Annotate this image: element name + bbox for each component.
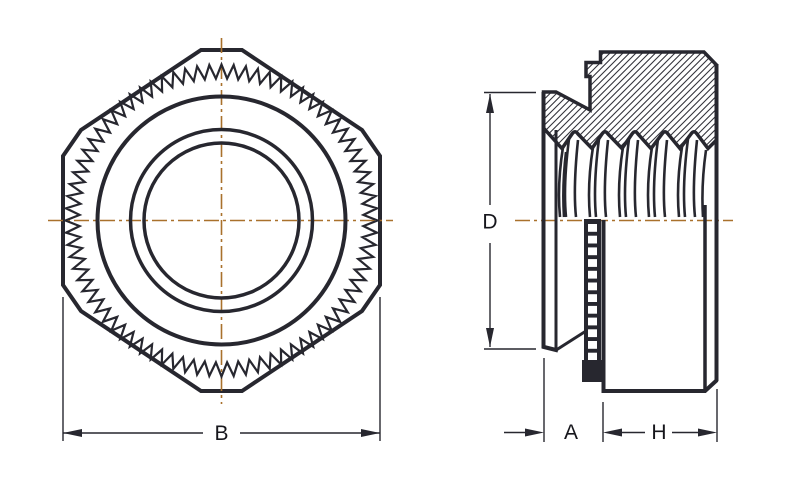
- arrowhead-b-right: [361, 429, 380, 437]
- serration-slot: [588, 282, 597, 291]
- serration-slot: [588, 305, 597, 314]
- serration-slot: [588, 329, 597, 338]
- arrowhead-h-right: [698, 428, 717, 437]
- front-view: [48, 38, 393, 404]
- serration-slots: [588, 224, 597, 361]
- dimension-b: B: [62, 297, 381, 445]
- serration-slot: [588, 341, 597, 349]
- thread-circle: [128, 127, 315, 314]
- dimension-d: D: [482, 91, 536, 350]
- arrowhead-a: [525, 428, 544, 437]
- dim-label-b: B: [214, 422, 228, 445]
- serration-slot: [588, 317, 597, 326]
- dimension-a: A: [504, 358, 578, 444]
- serration-slot: [588, 259, 597, 267]
- serration-slot: [588, 224, 597, 232]
- arrowhead-d-bottom: [486, 328, 494, 347]
- pilot-bottom-edge: [541, 344, 559, 353]
- bore-circle: [142, 141, 301, 300]
- pilot-taper-line: [556, 329, 587, 351]
- arrowhead-b-left: [63, 429, 82, 437]
- arrowhead-h-left: [603, 428, 622, 437]
- thread-flanks: [557, 138, 708, 218]
- barrel-bottom-chamfer: [703, 378, 719, 393]
- clinch-ring-serrations: [582, 219, 602, 382]
- pilot-circle: [95, 94, 348, 347]
- serration-slot: [588, 247, 597, 256]
- serration-slot: [588, 270, 597, 279]
- serration-slot: [588, 235, 597, 244]
- serration-slot: [588, 294, 597, 302]
- dim-label-d: D: [482, 211, 497, 234]
- section-body: [541, 50, 719, 152]
- dim-label-a: A: [564, 421, 578, 444]
- side-section-view: [515, 50, 733, 393]
- serration-foot: [582, 360, 602, 382]
- dimension-h: H: [602, 389, 718, 444]
- serration-ring: [62, 61, 381, 380]
- arrowhead-d-top: [486, 94, 494, 113]
- serration-slot: [588, 352, 597, 361]
- dim-label-h: H: [651, 421, 666, 444]
